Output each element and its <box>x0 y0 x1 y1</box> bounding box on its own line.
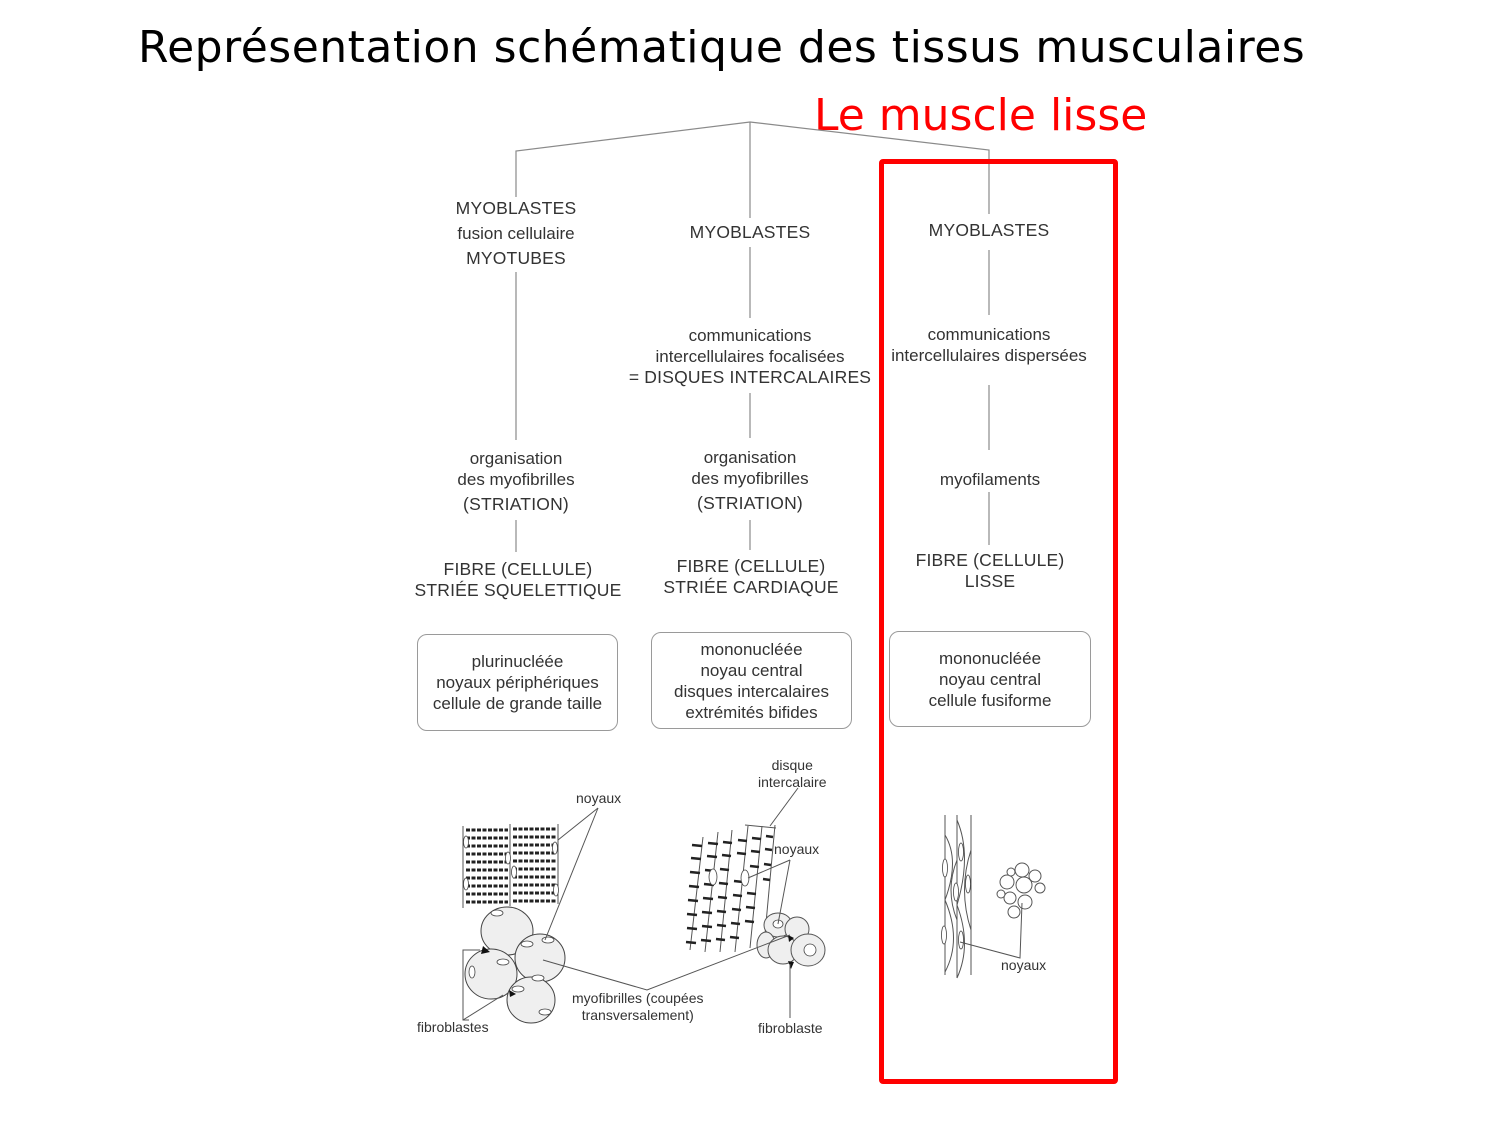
node-text: MYOBLASTES <box>689 222 811 242</box>
cardiac-organisation: organisation des myofibrilles (STRIATION… <box>691 447 808 514</box>
node-text: des myofibrilles <box>691 469 809 488</box>
node-text: MYOBLASTES <box>928 220 1050 240</box>
node-text: MYOTUBES <box>466 248 566 268</box>
slide-title: Représentation schématique des tissus mu… <box>138 22 1306 73</box>
skeletal-fibre: FIBRE (CELLULE) STRIÉE SQUELETTIQUE <box>414 559 621 601</box>
cardiac-origin: MYOBLASTES <box>690 222 811 243</box>
node-text: communications <box>688 326 812 345</box>
smooth-origin: MYOBLASTES <box>929 220 1050 241</box>
trait-text: disques intercalaires <box>674 681 829 701</box>
node-text: FIBRE (CELLULE) <box>676 556 826 576</box>
node-text: MYOBLASTES <box>455 198 577 218</box>
skeletal-fibroblastes-label: fibroblastes <box>417 1019 489 1035</box>
cardiac-communications: communications intercellulaires focalisé… <box>629 325 871 388</box>
smooth-fiber-illustration <box>941 815 1046 979</box>
node-text: (STRIATION) <box>463 494 569 514</box>
skeletal-noyaux-label: noyaux <box>576 790 622 806</box>
label-leaders <box>462 787 1023 1021</box>
cardiac-disque-label: disque intercalaire <box>758 757 826 791</box>
smooth-communications: communications intercellulaires dispersé… <box>891 324 1087 366</box>
node-text: organisation <box>469 449 563 468</box>
cardiac-noyaux-label: noyaux <box>774 841 820 857</box>
node-text: des myofibrilles <box>457 470 575 489</box>
trait-text: mononucléée <box>700 639 803 659</box>
trait-text: mononucléée <box>938 648 1042 668</box>
cardiac-traits-box: mononucléée noyau central disques interc… <box>651 632 852 729</box>
trait-text: cellule fusiforme <box>928 690 1052 710</box>
trait-text: cellule de grande taille <box>432 694 603 713</box>
skeletal-fiber-illustration <box>462 824 566 1024</box>
cardiac-fibroblaste-label: fibroblaste <box>758 1020 823 1036</box>
tree-connectors <box>515 121 990 552</box>
smooth-fibre: FIBRE (CELLULE) LISSE <box>916 550 1065 592</box>
cardiac-fibre: FIBRE (CELLULE) STRIÉE CARDIAQUE <box>663 556 838 598</box>
label-text: myofibrilles (coupées <box>572 990 704 1006</box>
node-text: communications <box>927 325 1051 344</box>
label-text: transversalement) <box>581 1007 694 1023</box>
node-text: (STRIATION) <box>697 493 803 513</box>
node-text: intercellulaires focalisées <box>655 347 845 366</box>
smooth-myofilaments: myofilaments <box>940 469 1040 490</box>
trait-text: noyau central <box>938 669 1042 689</box>
label-text: disque <box>771 757 813 773</box>
node-text: = DISQUES INTERCALAIRES <box>628 367 872 387</box>
trait-text: plurinucléée <box>471 652 564 671</box>
cardiac-fiber-illustration <box>685 824 826 969</box>
node-text: intercellulaires dispersées <box>891 346 1087 365</box>
label-text: intercalaire <box>758 774 827 790</box>
node-text: LISSE <box>964 571 1016 591</box>
smooth-noyaux-label: noyaux <box>1001 957 1047 973</box>
skeletal-origin: MYOBLASTES fusion cellulaire MYOTUBES <box>456 198 577 269</box>
node-text: STRIÉE CARDIAQUE <box>663 577 839 597</box>
node-text: myofilaments <box>939 470 1041 489</box>
trait-text: extrémités bifides <box>685 702 818 722</box>
trait-text: noyaux périphériques <box>436 673 599 692</box>
node-text: organisation <box>703 448 797 467</box>
smooth-traits-box: mononucléée noyau central cellule fusifo… <box>889 631 1091 727</box>
node-text: FIBRE (CELLULE) <box>443 559 593 579</box>
skeletal-traits-box: plurinucléée noyaux périphériques cellul… <box>417 634 618 731</box>
node-text: STRIÉE SQUELETTIQUE <box>414 580 622 600</box>
myofibrilles-label: myofibrilles (coupées transversalement) <box>572 990 704 1024</box>
smooth-muscle-highlight-box <box>879 159 1118 1084</box>
skeletal-organisation: organisation des myofibrilles (STRIATION… <box>457 448 574 515</box>
trait-text: noyau central <box>700 660 803 680</box>
slide-subtitle: Le muscle lisse <box>814 90 1148 141</box>
node-text: FIBRE (CELLULE) <box>915 550 1065 570</box>
node-text: fusion cellulaire <box>457 224 575 243</box>
